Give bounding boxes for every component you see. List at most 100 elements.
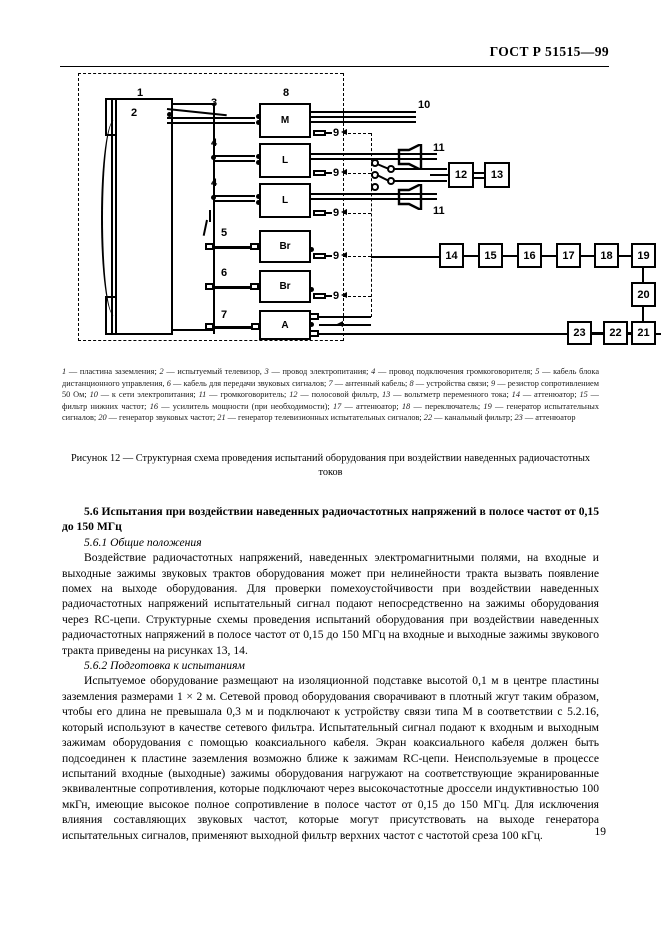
resistor-9-l2: [313, 210, 326, 216]
changeover-switch-icon: [368, 154, 410, 201]
link-22-21: [628, 332, 631, 334]
cable-6-audio: [207, 286, 257, 289]
cable-5-bend-upper: [209, 210, 211, 222]
coupler-l2-in-term-b: [256, 200, 261, 205]
label-1-ground-plate: 1: [137, 87, 144, 99]
signal-feed-m: [343, 133, 371, 134]
attenuator-23: 23: [567, 321, 592, 345]
coupler-l2-in-term-a: [256, 194, 261, 199]
label-7-antenna-cable: 7: [221, 309, 228, 321]
label-6-audio-cable: 6: [221, 267, 228, 279]
cable-4b-line-a: [213, 195, 255, 197]
tv-test-signal-generator-21-label: 21: [637, 327, 650, 339]
cable-3-power-line-a: [167, 117, 255, 119]
attenuator-14: 14: [439, 243, 464, 268]
coupler-device-a: A: [259, 310, 311, 340]
ac-voltmeter-13: 13: [484, 162, 510, 188]
link-15-16: [503, 255, 517, 257]
tv-rear-connector-strip: [213, 106, 215, 334]
cable-6-terminal-block: [205, 283, 214, 290]
coupler-br1-label: Br: [279, 241, 291, 252]
figure-caption: Рисунок 12 — Структурная схема проведени…: [70, 453, 591, 478]
link-12-13-a: [474, 172, 484, 174]
loudspeaker-lower-icon: [397, 182, 431, 215]
link-23-22: [592, 332, 603, 334]
link-14-15: [464, 255, 478, 257]
resistor-9-m-lead: [326, 132, 332, 134]
coupler-br2-label: Br: [279, 281, 291, 292]
coupler-l2-out-b: [311, 198, 437, 200]
figure-12-diagram: 1 2 3 4 4 5: [75, 70, 661, 345]
loudspeaker-upper-icon: [397, 142, 431, 175]
power-amplifier-16-label: 16: [523, 249, 536, 262]
paragraph-5-6-2: Испытуемое оборудование размещают на изо…: [62, 674, 599, 842]
resistor-9-br2: [313, 293, 326, 299]
coupler-a-out-term: [309, 322, 314, 327]
cable-6-end-block: [250, 283, 259, 290]
audio-frequency-generator-20-label: 20: [637, 288, 650, 301]
coupler-m-in-term-a: [256, 114, 261, 119]
tv-front-edge: [111, 100, 113, 335]
coupler-device-l2: L: [259, 183, 311, 218]
attenuator-17: 17: [556, 243, 581, 268]
bandpass-filter-12-label: 12: [454, 169, 468, 181]
cable-3-power-line-b: [167, 122, 255, 124]
link-18-19: [619, 255, 631, 257]
signal-feed-l1: [343, 173, 371, 174]
channel-filter-22: 22: [603, 321, 628, 345]
switch-out-line-lower: [393, 180, 447, 182]
meter-feed-line: [430, 174, 452, 176]
label-11-speaker-lower: 11: [433, 205, 445, 217]
cable-5-remote-control: [207, 246, 257, 249]
signal-feed-br1: [343, 256, 371, 257]
link-17-18: [581, 255, 594, 257]
cable-4a-terminal: [211, 155, 216, 160]
figure-legend: 1 — пластина заземления; 2 — испытуемый …: [62, 367, 600, 423]
signal-arrow-l1-icon: [341, 169, 347, 175]
ground-plate-boundary: [78, 73, 343, 341]
attenuator-14-label: 14: [445, 249, 458, 262]
tv-screen-curve: [101, 120, 123, 316]
link-12-13-b: [474, 177, 484, 179]
cable-4a-line-b: [213, 160, 255, 162]
coupler-device-br1: Br: [259, 230, 311, 263]
coupler-br1-out-term: [309, 247, 314, 252]
resistor-9-m: [313, 130, 326, 136]
label-9-resistor-br1: 9: [333, 250, 340, 262]
power-amplifier-16: 16: [517, 243, 542, 268]
attenuator-17-label: 17: [562, 249, 575, 262]
coupler-l1-in-term-b: [256, 160, 261, 165]
resistor-9-br1-lead: [326, 255, 332, 257]
label-4-speaker-lead-2: 4: [211, 177, 218, 189]
coupler-m-in-term-b: [256, 120, 261, 125]
audio-frequency-generator-20: 20: [631, 282, 656, 307]
cable-7-antenna: [207, 326, 259, 329]
resistor-9-br2-lead: [326, 295, 332, 297]
lowpass-filter-15: 15: [478, 243, 503, 268]
page-header-standard-number: ГОСТ Р 51515—99: [489, 44, 609, 59]
coupler-l1-out-a: [311, 153, 437, 155]
coupler-l2-out-a: [311, 193, 437, 195]
ac-voltmeter-13-label: 13: [490, 169, 504, 181]
resistor-9-l1: [313, 170, 326, 176]
link-16-17: [542, 255, 556, 257]
header-divider: [60, 66, 609, 67]
cable-5-terminal-block: [205, 243, 214, 250]
coupler-l1-in-term-a: [256, 154, 261, 159]
label-9-resistor-br2: 9: [333, 290, 340, 302]
switch-out-line-upper: [393, 168, 447, 170]
test-signal-generator-19-label: 19: [637, 249, 650, 262]
body-text: 5.6 Испытания при воздействии наведенных…: [62, 504, 599, 843]
signal-arrow-m-icon: [341, 129, 347, 135]
signal-feed-br2: [343, 296, 371, 297]
coupler-l1-out-b: [311, 158, 437, 160]
link-bus-14: [433, 256, 439, 258]
mains-line-2: [311, 116, 416, 118]
coupler-device-m: M: [259, 103, 311, 138]
bus-to-attenuator-14: [371, 256, 435, 258]
heading-5-6-1: 5.6.1 Общие положения: [84, 535, 202, 549]
cable-5-end-block: [250, 243, 259, 250]
label-10-mains-supply: 10: [418, 99, 431, 111]
signal-arrow-a-icon: [337, 321, 343, 327]
